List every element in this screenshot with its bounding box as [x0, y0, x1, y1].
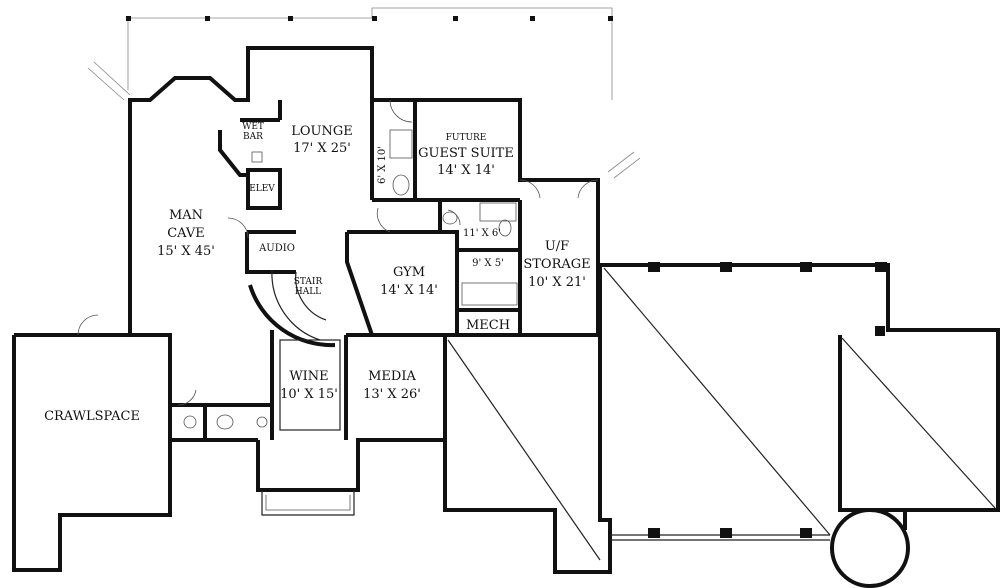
media-name: MEDIA — [368, 369, 416, 384]
elevator-label: ELEV — [249, 184, 275, 194]
stair-hall-line-1: STAIR — [294, 277, 323, 287]
guest-suite-size: 14' X 14' — [437, 163, 495, 178]
storage-name-2: STORAGE — [523, 257, 590, 272]
roof-hatch — [447, 267, 996, 561]
stair-hall-line-2: HALL — [295, 287, 321, 297]
door-swings — [77, 99, 599, 406]
room-bath-1: 6' X 10' — [377, 146, 388, 184]
interior-walls — [170, 100, 522, 440]
media-size: 13' X 26' — [363, 387, 421, 402]
patio-outline — [87, 7, 641, 179]
audio-label: AUDIO — [258, 243, 295, 254]
room-crawlspace: CRAWLSPACE — [44, 409, 140, 424]
storage-name-1: U/F — [545, 239, 569, 254]
man-cave-name-1: MAN — [169, 208, 203, 223]
lounge-name: LOUNGE — [291, 124, 353, 139]
gym-name: GYM — [393, 265, 425, 280]
room-mech: MECH — [466, 318, 510, 333]
room-man-cave: MAN CAVE 15' X 45' — [157, 208, 215, 259]
wine-size: 10' X 15' — [280, 387, 338, 402]
room-wine: WINE 10' X 15' — [280, 369, 338, 402]
room-wet-bar: WET BAR — [242, 122, 264, 142]
fixtures — [183, 129, 518, 430]
bath-2-size: 11' X 6' — [463, 228, 501, 239]
storage-size: 10' X 21' — [528, 275, 586, 290]
room-audio: AUDIO — [258, 243, 295, 254]
closet-size: 9' X 5' — [472, 258, 504, 269]
mech-label: MECH — [466, 318, 510, 333]
room-lounge: LOUNGE 17' X 25' — [291, 124, 353, 156]
wine-name: WINE — [289, 369, 328, 384]
man-cave-name-2: CAVE — [167, 226, 205, 241]
lounge-size: 17' X 25' — [293, 141, 351, 156]
room-stair-hall: STAIR HALL — [294, 277, 323, 297]
crawlspace-label: CRAWLSPACE — [44, 409, 140, 424]
room-closet: 9' X 5' — [472, 258, 504, 269]
guest-suite-tag: FUTURE — [446, 133, 487, 143]
room-bath-2: 11' X 6' — [463, 228, 501, 239]
room-guest-suite: FUTURE GUEST SUITE 14' X 14' — [418, 133, 514, 178]
room-elevator: ELEV — [249, 184, 275, 194]
gym-size: 14' X 14' — [380, 283, 438, 298]
wet-bar-line-2: BAR — [243, 132, 263, 142]
bath-1-size: 6' X 10' — [377, 146, 388, 184]
guest-suite-name: GUEST SUITE — [418, 146, 514, 161]
wet-bar-line-1: WET — [242, 122, 264, 132]
room-storage: U/F STORAGE 10' X 21' — [523, 239, 590, 290]
exterior-walls — [12, 46, 1000, 588]
room-gym: GYM 14' X 14' — [380, 265, 438, 298]
room-media: MEDIA 13' X 26' — [363, 369, 421, 402]
man-cave-size: 15' X 45' — [157, 244, 215, 259]
